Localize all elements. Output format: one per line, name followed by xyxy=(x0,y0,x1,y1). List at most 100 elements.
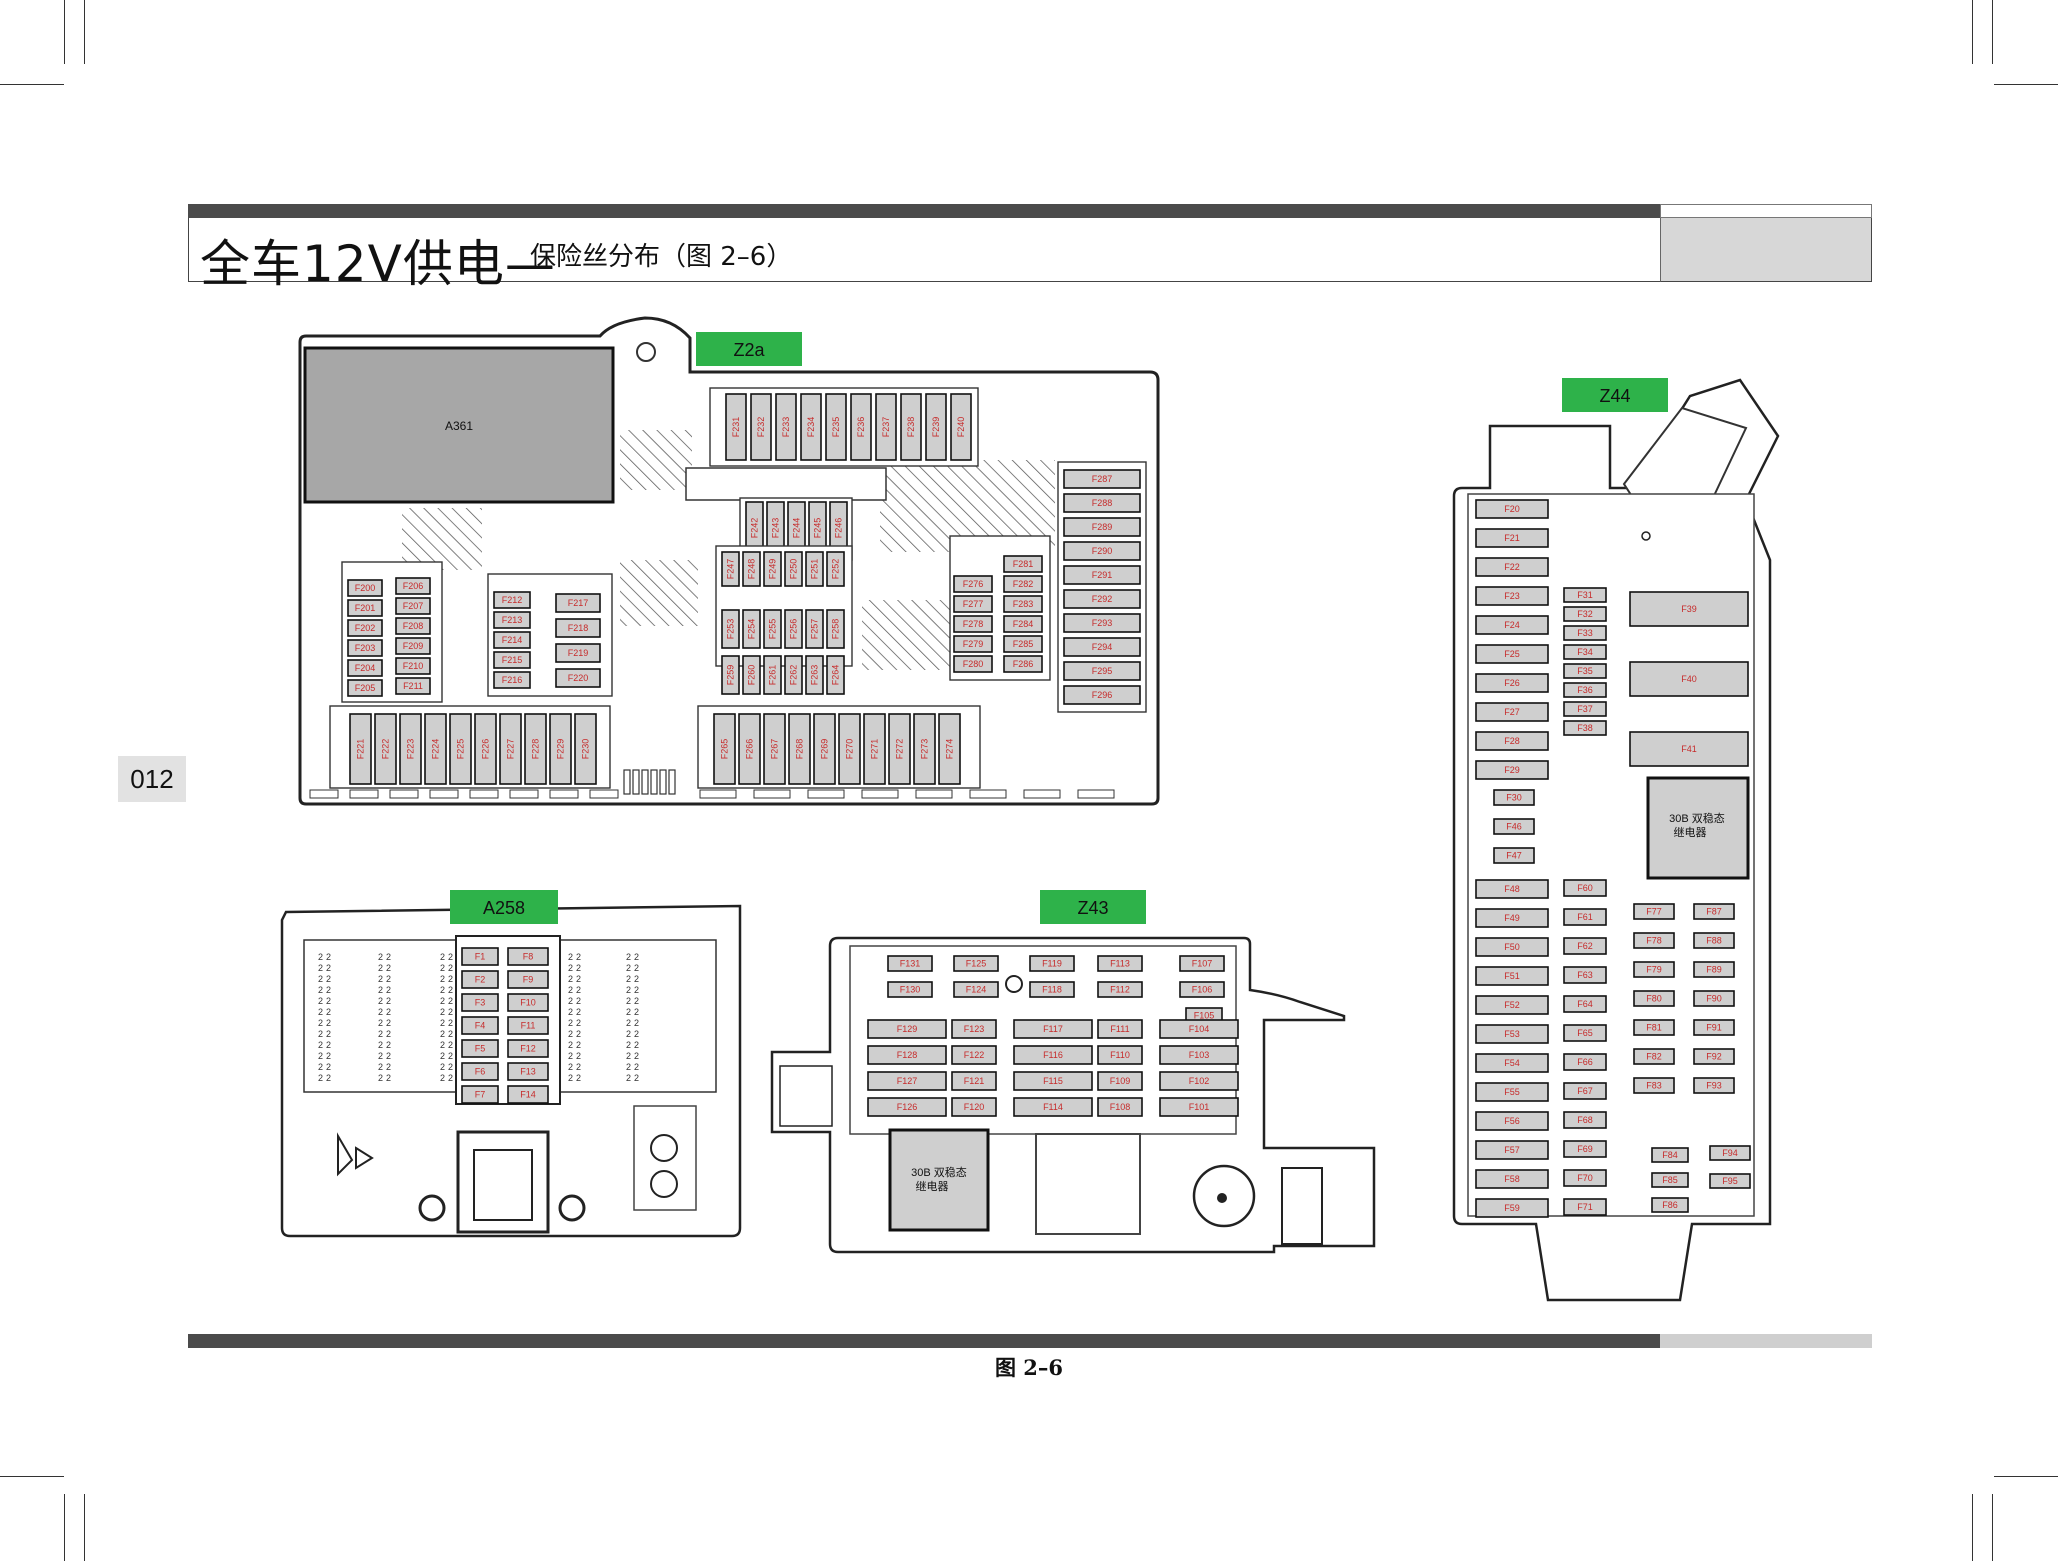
svg-text:2: 2 xyxy=(378,985,383,995)
fuse-label: F4 xyxy=(475,1021,486,1031)
hatched-area xyxy=(402,508,482,570)
fuse-f229: F229 xyxy=(549,713,572,785)
fuse-label: F2 xyxy=(475,975,486,985)
fuse-f114: F114 xyxy=(1013,1097,1093,1117)
fuse-f50: F50 xyxy=(1475,937,1549,957)
fuse-label: F5 xyxy=(475,1044,486,1054)
fuse-f79: F79 xyxy=(1633,961,1675,978)
tag-z44-label: Z44 xyxy=(1599,386,1630,406)
fuse-label: F66 xyxy=(1577,1057,1593,1067)
fuse-label: F1 xyxy=(475,952,486,962)
fuse-label: F212 xyxy=(502,595,523,605)
fuse-label: F91 xyxy=(1706,1023,1722,1033)
svg-text:2: 2 xyxy=(318,963,323,973)
fuse-f215: F215 xyxy=(493,651,531,669)
fuse-f121: F121 xyxy=(951,1071,997,1091)
svg-text:2: 2 xyxy=(440,1051,445,1061)
svg-text:2: 2 xyxy=(576,1073,581,1083)
svg-text:2: 2 xyxy=(448,1007,453,1017)
fuse-f125: F125 xyxy=(953,955,999,972)
fuse-f53: F53 xyxy=(1475,1024,1549,1044)
fuse-label: F122 xyxy=(964,1050,985,1060)
fuse-label: F112 xyxy=(1110,985,1130,995)
fuse-label: F109 xyxy=(1110,1076,1131,1086)
fuse-label: F71 xyxy=(1577,1202,1593,1212)
svg-text:2: 2 xyxy=(448,1018,453,1028)
fuse-f20: F20 xyxy=(1475,499,1549,519)
svg-text:2: 2 xyxy=(440,996,445,1006)
svg-text:2: 2 xyxy=(326,1051,331,1061)
fuse-f255: F255 xyxy=(763,609,782,649)
z43-relay xyxy=(888,1128,990,1232)
fuse-label: F62 xyxy=(1577,941,1593,951)
fuse-f111: F111 xyxy=(1097,1019,1143,1039)
header-grey-block xyxy=(1660,218,1872,282)
fuse-f62: F62 xyxy=(1563,937,1607,955)
fuse-label: F130 xyxy=(900,985,921,995)
fuse-f82: F82 xyxy=(1633,1048,1675,1065)
fuse-f205: F205 xyxy=(347,679,383,697)
fuse-f268: F268 xyxy=(788,713,811,785)
fuse-f26: F26 xyxy=(1475,673,1549,693)
fuse-label: F215 xyxy=(502,655,523,665)
fuse-f88: F88 xyxy=(1693,932,1735,949)
fuse-label: F257 xyxy=(810,619,820,640)
fuse-f287: F287 xyxy=(1063,469,1141,489)
svg-text:2: 2 xyxy=(568,1007,573,1017)
fuse-label: F47 xyxy=(1506,851,1522,861)
svg-text:2: 2 xyxy=(386,1040,391,1050)
fuse-label: F265 xyxy=(720,739,730,760)
fuse-label: F291 xyxy=(1092,570,1113,580)
fuse-f86: F86 xyxy=(1651,1197,1689,1213)
fuse-label: F247 xyxy=(726,559,736,580)
fuse-f122: F122 xyxy=(951,1045,997,1065)
header-box xyxy=(188,218,1872,282)
fuse-f25: F25 xyxy=(1475,644,1549,664)
fuse-label: F39 xyxy=(1681,604,1697,614)
fuse-label: F40 xyxy=(1681,674,1697,684)
svg-text:2: 2 xyxy=(448,1062,453,1072)
fuse-label: F258 xyxy=(831,619,841,640)
svg-text:2: 2 xyxy=(326,952,331,962)
fuse-label: F59 xyxy=(1504,1203,1520,1213)
fuse-label: F120 xyxy=(964,1102,985,1112)
svg-text:2: 2 xyxy=(318,1007,323,1017)
fuse-label: F231 xyxy=(731,417,741,438)
svg-text:2: 2 xyxy=(576,996,581,1006)
svg-text:2: 2 xyxy=(386,963,391,973)
fuse-f230: F230 xyxy=(574,713,597,785)
fuse-label: F69 xyxy=(1577,1144,1593,1154)
svg-text:2: 2 xyxy=(576,1040,581,1050)
fuse-f213: F213 xyxy=(493,611,531,629)
fuse-f216: F216 xyxy=(493,671,531,689)
label-strip xyxy=(685,467,887,501)
fuse-label: F124 xyxy=(966,985,987,995)
fuse-label: F11 xyxy=(521,1021,536,1031)
fuse-f70: F70 xyxy=(1563,1169,1607,1187)
fuse-label: F214 xyxy=(502,635,523,645)
fuse-label: F70 xyxy=(1577,1173,1593,1183)
fuse-f244: F244 xyxy=(787,501,806,555)
fuse-f55: F55 xyxy=(1475,1082,1549,1102)
svg-text:2: 2 xyxy=(318,1029,323,1039)
svg-text:2: 2 xyxy=(386,1029,391,1039)
fuse-f7: F7 xyxy=(461,1085,499,1104)
fuse-f51: F51 xyxy=(1475,966,1549,986)
fuse-f41: F41 xyxy=(1629,731,1749,767)
svg-text:2: 2 xyxy=(626,1007,631,1017)
svg-text:2: 2 xyxy=(440,974,445,984)
fuse-label: F211 xyxy=(403,681,423,691)
fuse-label: F36 xyxy=(1577,685,1593,695)
fuse-label: F218 xyxy=(568,623,589,633)
fuse-f52: F52 xyxy=(1475,995,1549,1015)
fuse-f129: F129 xyxy=(867,1019,947,1039)
svg-text:2: 2 xyxy=(378,1018,383,1028)
footer-bar-end xyxy=(1660,1334,1872,1348)
fuse-label: F239 xyxy=(931,417,941,438)
fuse-f29: F29 xyxy=(1475,760,1549,780)
fuse-label: F244 xyxy=(792,518,802,539)
fuse-f227: F227 xyxy=(499,713,522,785)
tag-a258-label: A258 xyxy=(483,898,525,918)
